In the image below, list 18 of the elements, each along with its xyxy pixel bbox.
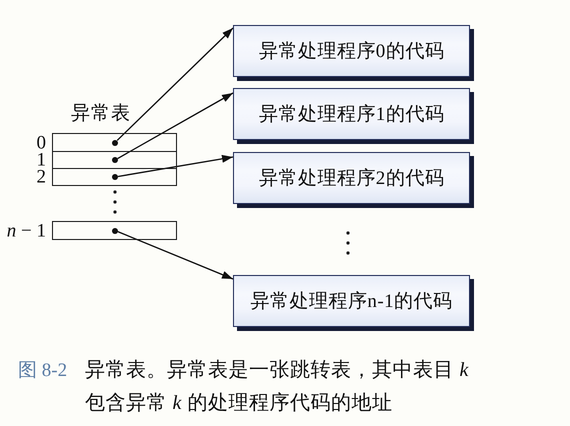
figure-caption: 异常表。异常表是一张跳转表，其中表目 k 包含异常 k 的处理程序代码的地址 bbox=[85, 358, 470, 416]
pointer-dot bbox=[112, 140, 118, 146]
arrow bbox=[117, 92, 234, 160]
pointer-dot bbox=[112, 174, 118, 180]
handler-label: 异常处理程序2的代码 bbox=[258, 167, 444, 191]
arrow bbox=[118, 154, 234, 178]
pointer-dot bbox=[112, 228, 118, 234]
arrow bbox=[116, 28, 234, 141]
handler-label: 异常处理程序n-1的代码 bbox=[250, 290, 453, 314]
entry-index: n − 1 bbox=[6, 222, 46, 239]
entry-index: 2 bbox=[36, 168, 46, 186]
handler-label: 异常处理程序1的代码 bbox=[258, 103, 444, 127]
pointer-dot bbox=[112, 157, 118, 163]
figure-number: 图 8-2 bbox=[18, 359, 68, 383]
entry-index: 0 bbox=[36, 134, 46, 151]
table-title: 异常表 bbox=[71, 104, 131, 125]
entry-index: 1 bbox=[36, 152, 46, 168]
handler-label: 异常处理程序0的代码 bbox=[258, 40, 444, 64]
